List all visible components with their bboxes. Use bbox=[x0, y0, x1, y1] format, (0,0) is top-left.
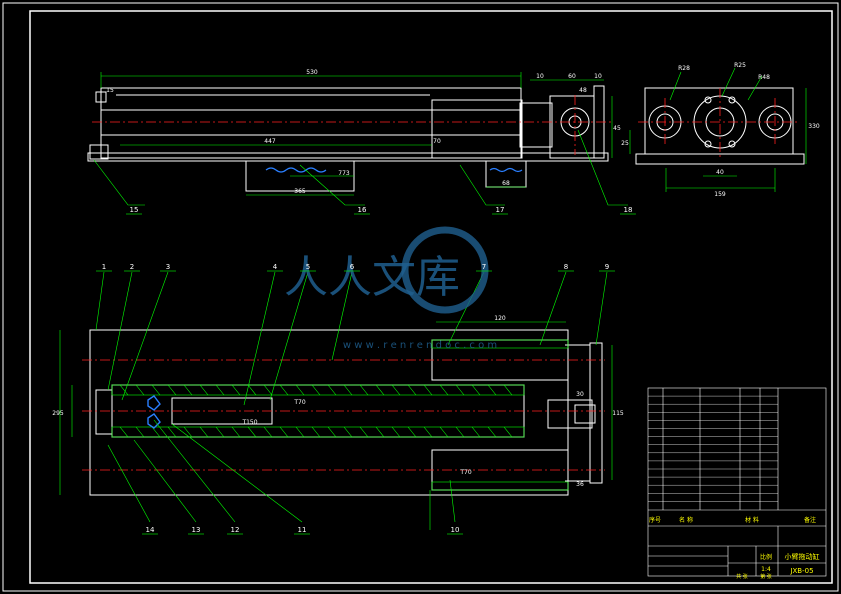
callout-16: 16 bbox=[358, 206, 367, 214]
title-block bbox=[647, 387, 827, 577]
callout-4: 4 bbox=[273, 263, 278, 271]
tb-drawing-title: 小臂拖动缸 bbox=[785, 552, 820, 561]
callout-5: 5 bbox=[306, 263, 310, 271]
watermark: 人人文库 w w w . r e n r e n d o c . c o m bbox=[284, 226, 497, 351]
side-view-centerlines bbox=[638, 88, 800, 160]
callout-17: 17 bbox=[496, 206, 505, 214]
tb-col-material: 材 料 bbox=[745, 516, 759, 524]
tb-col-remark: 备注 bbox=[804, 516, 816, 524]
dim-48: 48 bbox=[579, 87, 587, 94]
callout-3: 3 bbox=[166, 263, 170, 271]
dim-60: 60 bbox=[568, 73, 576, 80]
watermark-chinese-left: 人人文库 bbox=[284, 252, 460, 303]
inner-frame bbox=[29, 10, 833, 584]
section-centerlines bbox=[82, 359, 605, 471]
callout-6: 6 bbox=[350, 263, 355, 271]
dim-115: 115 bbox=[612, 410, 624, 417]
dim-120: 120 bbox=[494, 315, 506, 322]
tb-col-no: 序号 bbox=[649, 516, 661, 524]
dim-68: 68 bbox=[502, 180, 510, 187]
dim-159: 159 bbox=[714, 191, 726, 198]
side-view-dims bbox=[629, 67, 807, 192]
top-view-centerlines bbox=[92, 95, 612, 155]
callout-7: 7 bbox=[482, 263, 486, 271]
radius-r48: R48 bbox=[758, 74, 770, 81]
dim-330: 330 bbox=[808, 123, 820, 130]
top-view-dims bbox=[93, 72, 628, 206]
dim-447: 447 bbox=[264, 138, 276, 145]
dim-36: 36 bbox=[576, 481, 584, 488]
radius-r25: R25 bbox=[734, 62, 746, 69]
dim-25: 25 bbox=[621, 140, 629, 147]
watermark-url: w w w . r e n r e n d o c . c o m bbox=[343, 340, 497, 351]
tb-drawing-code: JXB-05 bbox=[789, 567, 813, 575]
callout-1: 1 bbox=[102, 263, 106, 271]
callout-13: 13 bbox=[192, 526, 201, 534]
section-view bbox=[89, 329, 603, 496]
dim-40: 40 bbox=[716, 169, 724, 176]
dim-30: 30 bbox=[576, 391, 584, 398]
dim-overall: 530 bbox=[306, 69, 318, 76]
dim-10b: 10 bbox=[594, 73, 602, 80]
tag-t70a: T70 bbox=[293, 399, 305, 406]
callout-14: 14 bbox=[146, 526, 155, 534]
section-hatch bbox=[111, 339, 569, 491]
tag-t150: T150 bbox=[241, 419, 257, 426]
callout-8: 8 bbox=[564, 263, 568, 271]
callout-11: 11 bbox=[298, 526, 307, 534]
dim-70: 70 bbox=[433, 138, 441, 145]
tb-scale-value: 1:4 bbox=[761, 566, 771, 573]
callout-10: 10 bbox=[451, 526, 460, 534]
dim-15: 15 bbox=[106, 87, 114, 94]
tb-sheet-label: 共 张 bbox=[736, 573, 748, 580]
callout-2: 2 bbox=[130, 263, 134, 271]
radius-r28: R28 bbox=[678, 65, 690, 72]
callout-18: 18 bbox=[624, 206, 633, 214]
dim-10a: 10 bbox=[536, 73, 544, 80]
callout-9: 9 bbox=[605, 263, 609, 271]
section-piston bbox=[147, 395, 161, 429]
tb-col-name: 名 称 bbox=[679, 516, 693, 524]
callout-15: 15 bbox=[130, 206, 139, 214]
dim-45: 45 bbox=[613, 125, 621, 132]
section-leaders bbox=[59, 271, 613, 530]
tb-scale-label: 比例 bbox=[760, 553, 772, 561]
dim-773: 773 bbox=[338, 170, 350, 177]
tb-sheet-label-2: 第 张 bbox=[760, 573, 772, 580]
title-block-rows bbox=[648, 395, 778, 502]
dim-365: 365 bbox=[294, 188, 306, 195]
tag-t70b: T70 bbox=[459, 469, 471, 476]
callout-12: 12 bbox=[231, 526, 240, 534]
top-view-bolts bbox=[265, 167, 523, 173]
dim-295: 295 bbox=[52, 410, 64, 417]
